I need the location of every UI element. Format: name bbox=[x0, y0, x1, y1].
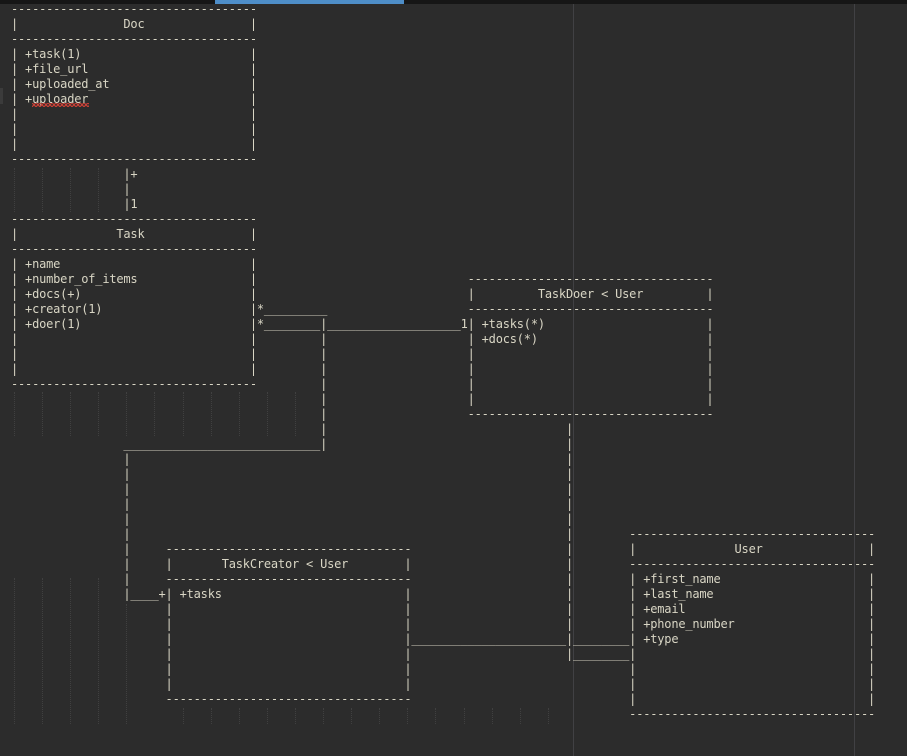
indent-guide bbox=[295, 708, 296, 724]
indent-guide bbox=[183, 392, 184, 436]
indent-guide bbox=[70, 578, 71, 724]
indent-guide bbox=[126, 604, 127, 724]
indent-guide bbox=[548, 708, 549, 724]
spellcheck-underline bbox=[32, 103, 89, 107]
indent-guide bbox=[435, 708, 436, 724]
indent-guide bbox=[70, 168, 71, 212]
code-text[interactable]: ----------------------------------- | Do… bbox=[11, 2, 876, 721]
indent-guide bbox=[70, 392, 71, 436]
indent-guide bbox=[464, 708, 465, 724]
top-scrollbar-track[interactable] bbox=[0, 0, 907, 4]
indent-guide bbox=[183, 708, 184, 724]
top-scrollbar-thumb[interactable] bbox=[215, 0, 404, 4]
left-edge-marker bbox=[0, 88, 3, 104]
indent-guide bbox=[267, 708, 268, 724]
indent-guide bbox=[239, 708, 240, 724]
column-ruler-120 bbox=[854, 0, 855, 756]
indent-guide bbox=[154, 392, 155, 436]
indent-guide bbox=[14, 168, 15, 212]
indent-guide bbox=[211, 708, 212, 724]
indent-guide bbox=[239, 392, 240, 436]
indent-guide bbox=[492, 708, 493, 724]
indent-guide bbox=[14, 392, 15, 436]
indent-guide bbox=[323, 708, 324, 724]
indent-guide bbox=[98, 578, 99, 724]
indent-guide bbox=[407, 708, 408, 724]
indent-guide bbox=[520, 708, 521, 724]
indent-guide bbox=[98, 168, 99, 212]
indent-guide bbox=[42, 392, 43, 436]
indent-guide bbox=[295, 392, 296, 436]
indent-guide bbox=[126, 392, 127, 436]
column-ruler-80 bbox=[573, 0, 574, 756]
indent-guide bbox=[379, 708, 380, 724]
indent-guide bbox=[42, 168, 43, 212]
indent-guide bbox=[42, 578, 43, 724]
indent-guide bbox=[351, 708, 352, 724]
indent-guide bbox=[14, 578, 15, 724]
indent-guide bbox=[267, 392, 268, 436]
indent-guide bbox=[98, 392, 99, 436]
indent-guide bbox=[211, 392, 212, 436]
